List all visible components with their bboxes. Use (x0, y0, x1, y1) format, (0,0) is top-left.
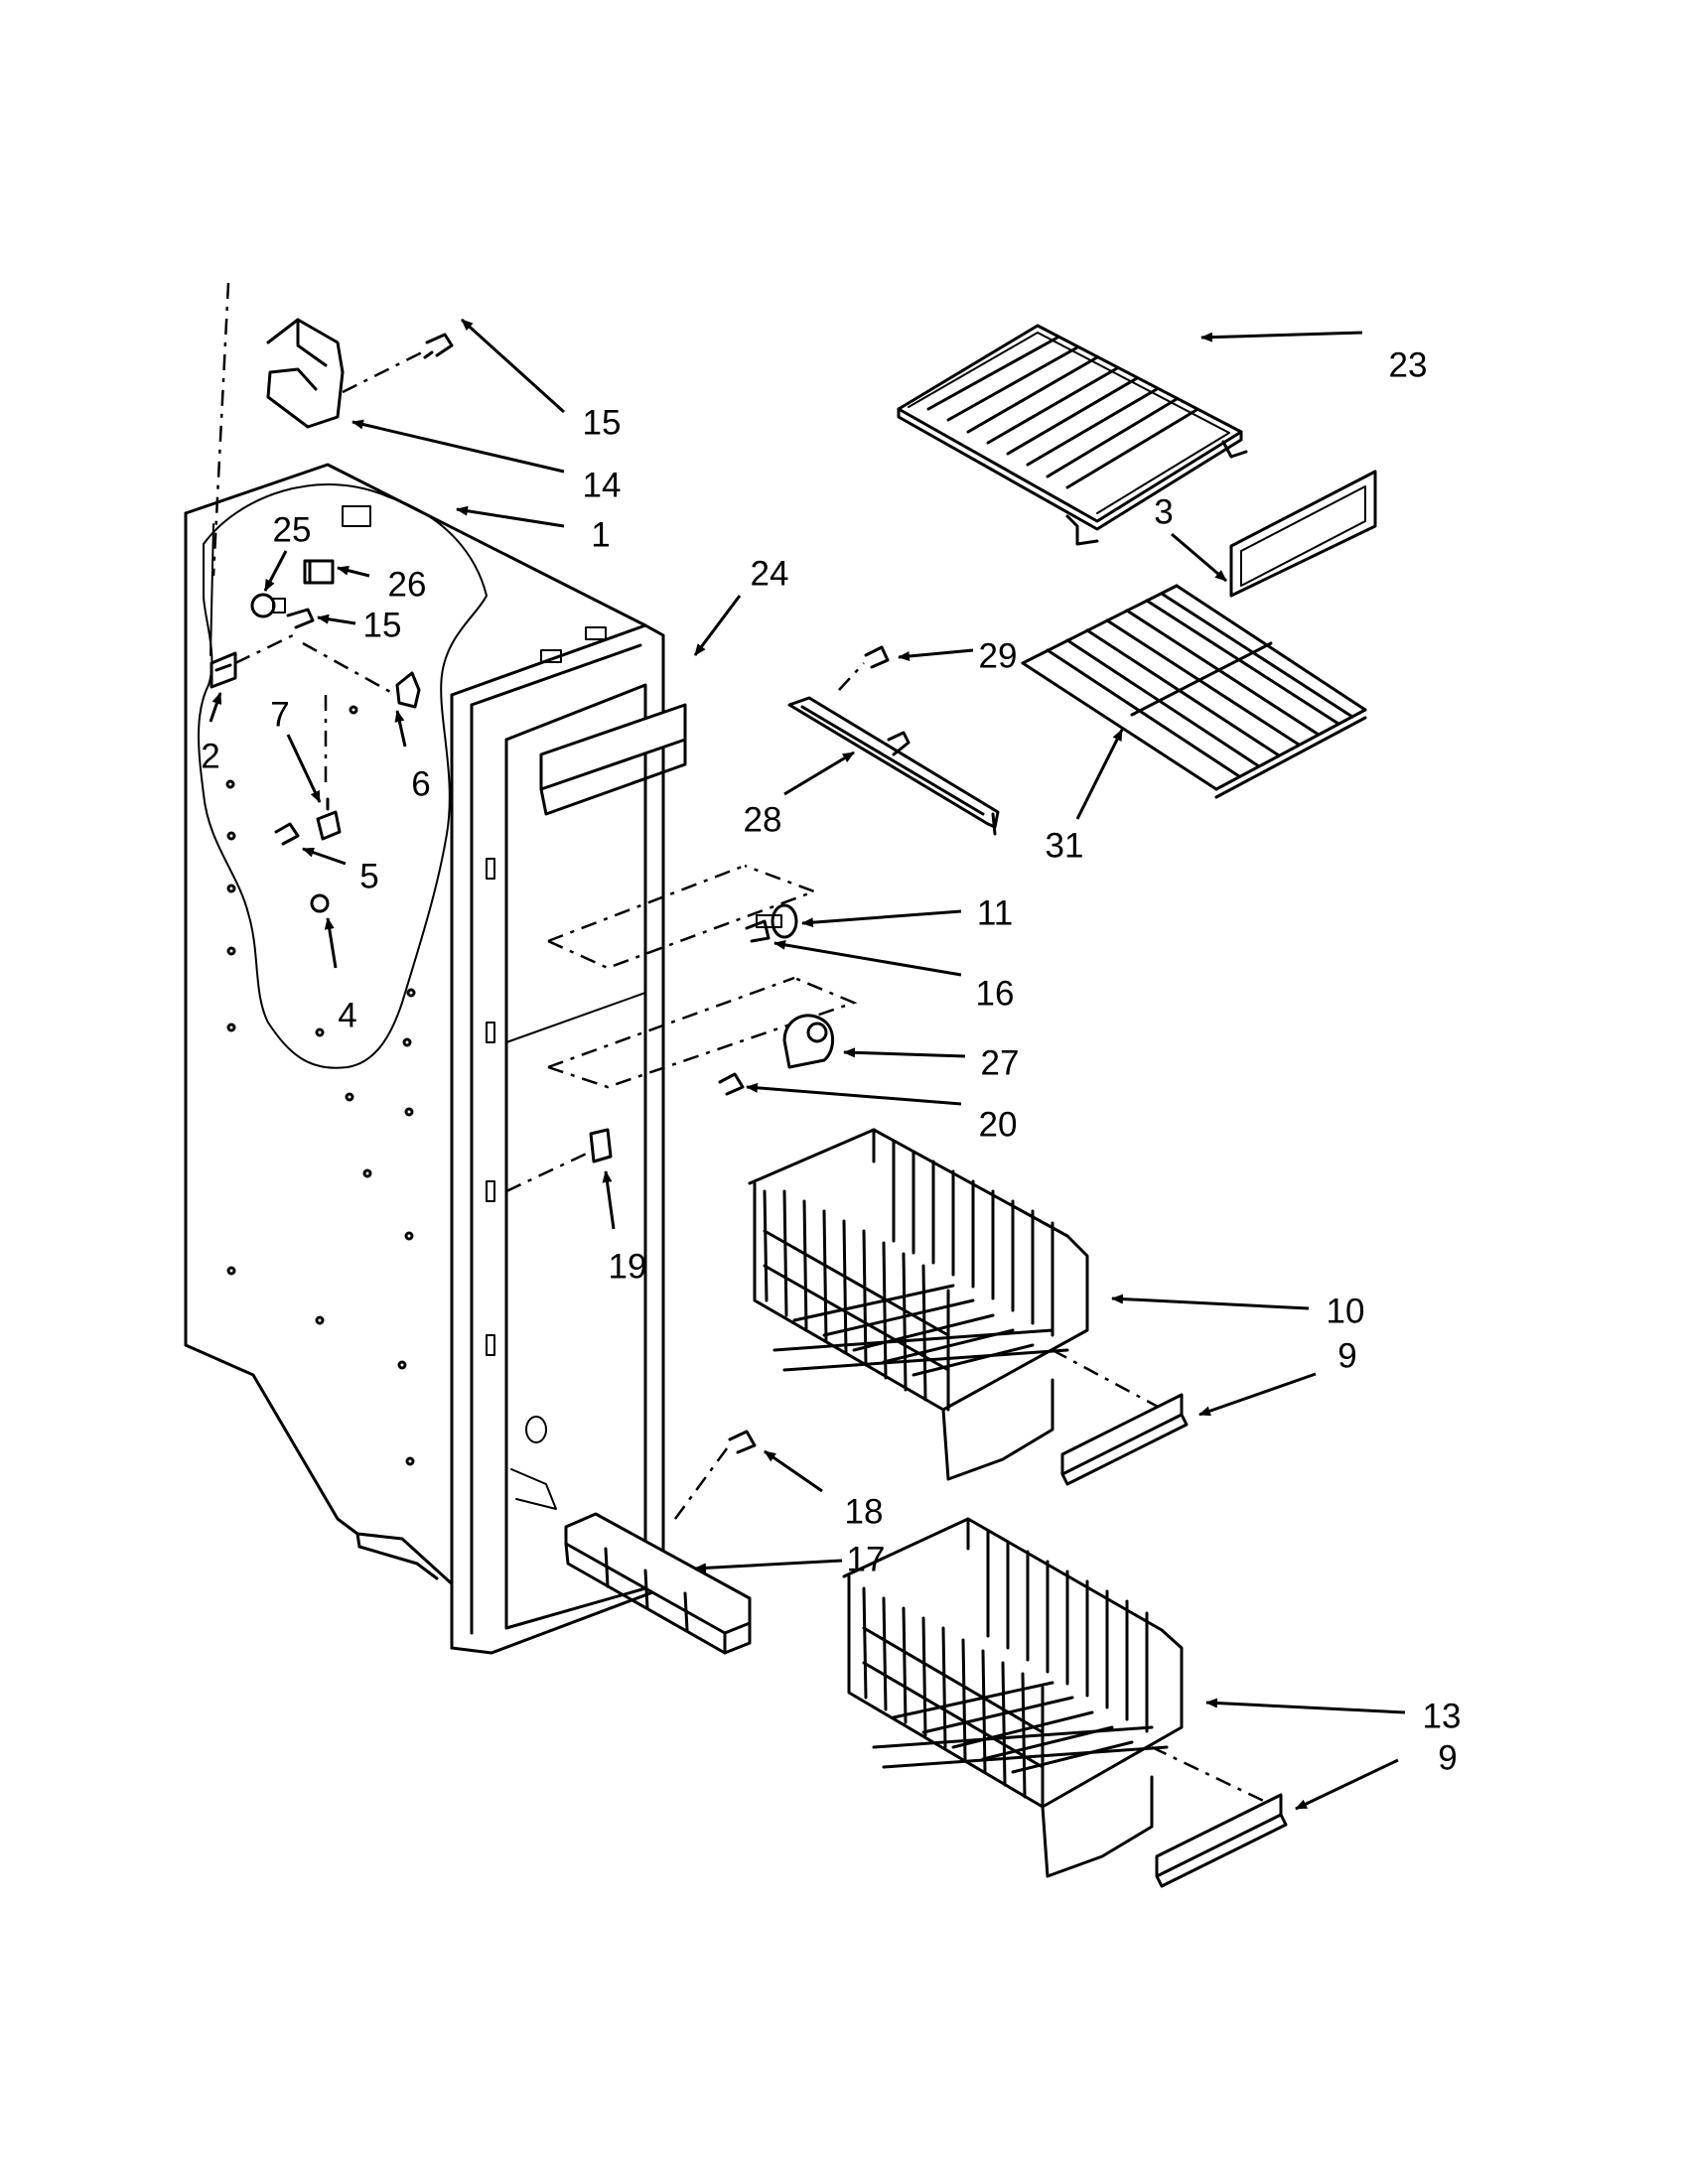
arrow-26 (337, 565, 370, 578)
label-5: 5 (359, 857, 378, 895)
switch-part-19 (589, 1128, 613, 1163)
leader-line (547, 864, 818, 970)
light-socket-part-26 (303, 559, 335, 585)
arrow-16 (773, 939, 962, 977)
arrow-17 (694, 1559, 843, 1573)
label-17: 17 (847, 1540, 886, 1578)
label-24: 24 (751, 554, 789, 593)
leader-line (302, 641, 393, 695)
screw-part-29 (864, 645, 890, 669)
label-28: 28 (744, 800, 782, 839)
screw-part-20 (718, 1072, 745, 1096)
plug-part-4 (310, 893, 330, 913)
arrow-18 (764, 1449, 823, 1493)
label-3: 3 (1154, 492, 1173, 531)
shelf-frame-part-3 (1229, 470, 1377, 598)
leader-line (1151, 1745, 1277, 1809)
label-1: 1 (591, 515, 610, 554)
bracket-part-2 (210, 651, 237, 689)
cam-part-27 (782, 1014, 834, 1069)
arrow-11 (1205, 1698, 1406, 1714)
light-bulb-part-25 (250, 593, 286, 618)
shelf-bracket-part-28 (787, 696, 1000, 836)
label-16: 16 (976, 974, 1015, 1013)
label-15-mid: 15 (363, 606, 402, 644)
arrow-5 (302, 847, 347, 866)
leader-line (505, 1150, 592, 1193)
screw-part-5 (274, 822, 300, 846)
freezer-liner-part-1 (184, 463, 665, 1655)
label-2: 2 (201, 737, 219, 775)
label-10: 10 (1327, 1292, 1365, 1330)
arrow-31 (1075, 729, 1124, 820)
handle-part-9-upper (1060, 1393, 1189, 1486)
label-9-lower: 9 (1438, 1738, 1457, 1777)
arrow-13 (801, 909, 962, 928)
leader-line (1052, 1348, 1161, 1410)
leader-line (211, 282, 230, 577)
shelf-part-23 (897, 324, 1248, 546)
arrow-29 (898, 648, 974, 661)
label-15-top: 15 (583, 403, 622, 442)
screw-part-16 (745, 919, 771, 943)
label-4: 4 (338, 996, 356, 1034)
panel-strip-part-24 (539, 703, 687, 816)
leader-line (547, 976, 858, 1089)
arrow-3 (1171, 532, 1227, 583)
label-18: 18 (845, 1492, 884, 1531)
grille-part-17 (564, 1512, 752, 1655)
label-23: 23 (1389, 345, 1428, 384)
arrow-1 (456, 505, 565, 528)
top-bracket-part-14 (266, 318, 345, 429)
arrow-28 (783, 751, 855, 796)
arrow-27 (843, 1047, 966, 1058)
arrow-2 (209, 692, 222, 723)
label-26: 26 (388, 565, 427, 604)
label-19: 19 (609, 1247, 647, 1286)
label-25: 25 (273, 510, 312, 549)
label-11: 13 (1423, 1697, 1462, 1735)
arrow-10 (1111, 1294, 1310, 1310)
arrow-23 (1200, 331, 1363, 342)
leader-line (838, 662, 865, 691)
leader-line (547, 976, 795, 1069)
roller-part-13 (756, 903, 798, 939)
label-20: 20 (979, 1105, 1018, 1144)
arrow-15-mid (317, 614, 356, 625)
arrow-20 (746, 1082, 962, 1106)
basket-part-10 (748, 1128, 1089, 1481)
label-7: 7 (270, 695, 289, 734)
arrow-14 (351, 419, 565, 474)
switch-part-7 (316, 797, 342, 841)
screw-part-15-mid (286, 608, 315, 629)
arrow-9-lower (1295, 1758, 1399, 1811)
leader-line (234, 633, 294, 665)
callout-arrows (209, 318, 1406, 1811)
leader-line (673, 1443, 732, 1520)
label-27: 27 (981, 1043, 1020, 1082)
arrow-6 (394, 710, 407, 748)
arrow-25 (263, 550, 288, 592)
label-31: 31 (1046, 826, 1084, 865)
arrow-9-upper (1198, 1372, 1317, 1417)
arrow-15-top (460, 318, 566, 414)
wire-shelf-part-31 (1021, 584, 1367, 799)
arrow-24 (693, 595, 742, 656)
label-13: 11 (977, 893, 1013, 932)
clip-part-6 (395, 671, 421, 709)
arrow-7 (286, 734, 322, 803)
handle-part-9-lower (1155, 1793, 1288, 1888)
leader-line (342, 350, 423, 394)
basket-part-11 (842, 1517, 1184, 1878)
screw-part-18 (728, 1430, 757, 1454)
callout-labels: 15 14 1 25 26 15 2 6 7 5 4 24 23 3 29 28… (201, 345, 1461, 1777)
label-6: 6 (411, 764, 430, 803)
label-29: 29 (979, 636, 1018, 675)
arrow-19 (602, 1170, 616, 1230)
arrow-4 (324, 917, 338, 969)
label-14: 14 (583, 466, 622, 504)
label-9-upper: 9 (1337, 1336, 1356, 1375)
screw-part-15-top (423, 333, 454, 359)
